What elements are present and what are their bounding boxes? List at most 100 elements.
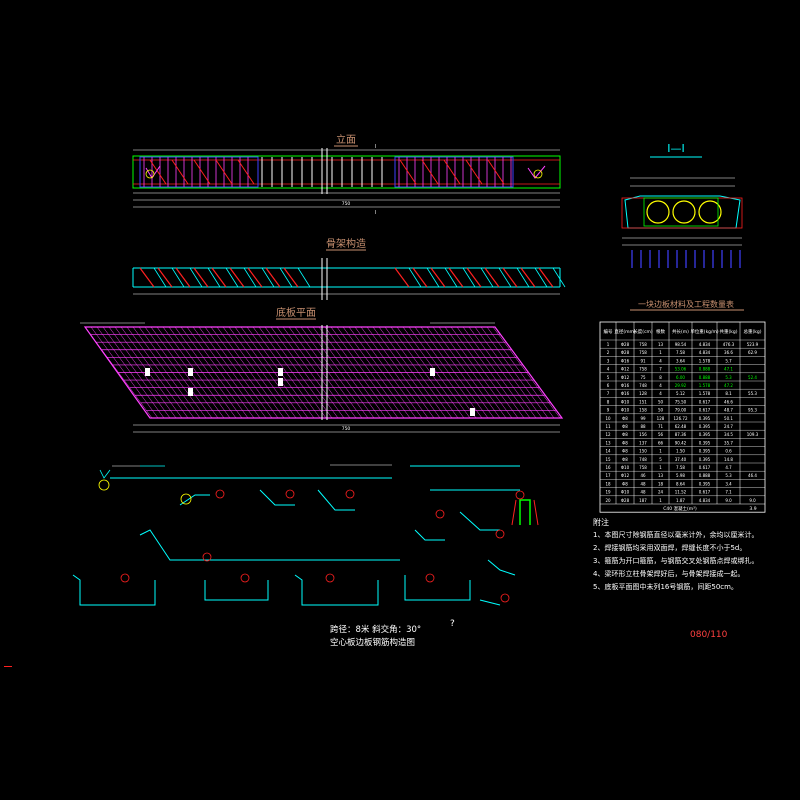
plan-transverse-bar <box>144 326 213 419</box>
plan-transverse-bar <box>162 326 231 419</box>
table-header: 总重(kg) <box>744 328 762 335</box>
table-cell: 0.395 <box>699 416 711 421</box>
plan-transverse-bar <box>342 326 411 419</box>
skeleton-diagonal <box>448 267 464 288</box>
table-cell: 4.7 <box>725 465 732 470</box>
table-cell: 34.5 <box>724 432 733 437</box>
section-mark-top: I <box>375 144 376 150</box>
table-cell: 126.72 <box>674 416 688 421</box>
edge-tick <box>4 666 12 667</box>
table-cell: 4 <box>607 367 610 372</box>
plan-transverse-bar <box>222 326 291 419</box>
skeleton-diagonal <box>552 267 566 288</box>
plan-transverse-bar <box>330 326 399 419</box>
skeleton-diagonal <box>484 267 500 288</box>
skeleton-diagonal <box>538 267 554 288</box>
plan-transverse-bar <box>480 326 549 419</box>
table-cell: Φ12 <box>621 367 630 372</box>
table-cell: 18 <box>605 481 611 486</box>
table-cell: 11.52 <box>675 490 687 495</box>
table-cell: 1 <box>607 342 610 347</box>
table-cell: 0.395 <box>699 481 711 486</box>
plan-transverse-bar <box>474 326 543 419</box>
table-cell: 47.2 <box>724 383 733 388</box>
plan-transverse-bar <box>186 326 255 419</box>
table-footer-value: 3.9 <box>749 506 756 512</box>
plan-transverse-bar <box>492 326 561 419</box>
table-cell: 48 <box>640 490 646 495</box>
plan-transverse-bar <box>228 326 297 419</box>
table-cell: 8.1 <box>725 391 732 396</box>
plan-transverse-bar <box>294 326 363 419</box>
table-cell: Φ8 <box>622 449 628 454</box>
plan-transverse-bar <box>324 326 393 419</box>
table-cell: 0.617 <box>699 408 711 413</box>
table-cell: 9 <box>607 408 610 413</box>
plan-transverse-bar <box>486 326 555 419</box>
plan-transverse-bar <box>216 326 285 419</box>
table-cell: 4.834 <box>699 498 711 503</box>
skeleton-diagonal <box>462 267 476 288</box>
table-cell: 20 <box>605 498 611 503</box>
plan-transverse-bar <box>138 326 207 419</box>
table-cell: 150 <box>639 449 647 454</box>
skeleton-diagonal <box>157 267 173 288</box>
table-cell: 758 <box>639 350 647 355</box>
table-cell: 158 <box>639 408 647 413</box>
table-cell: 13 <box>605 440 611 445</box>
skeleton-diagonal <box>153 267 167 288</box>
table-cell: Φ8 <box>622 440 628 445</box>
table-border <box>599 321 766 513</box>
table-cell: 0.888 <box>699 473 711 478</box>
table-cell: 16 <box>605 465 611 470</box>
table-cell: 5.98 <box>676 473 685 478</box>
table-cell: 0.6 <box>725 449 732 454</box>
table-cell: 98.54 <box>675 342 687 347</box>
table-cell: 7 <box>607 391 610 396</box>
table-cell: 151 <box>639 399 647 404</box>
skeleton-diagonal <box>139 267 155 288</box>
skeleton-diagonal <box>211 267 227 288</box>
table-cell: 748 <box>639 383 647 388</box>
table-cell: Φ28 <box>621 342 630 347</box>
table-cell: 48.7 <box>724 408 733 413</box>
plan-marker <box>278 378 283 386</box>
table-cell: 18 <box>658 481 664 486</box>
table-cell: 99 <box>640 416 646 421</box>
plan-transverse-bar <box>450 326 519 419</box>
table-cell: 9.0 <box>725 498 732 503</box>
skeleton-diagonal <box>297 267 311 288</box>
table-cell: 5.3 <box>725 473 732 478</box>
table-cell: 0.617 <box>699 399 711 404</box>
cross-section-view: I—I <box>621 142 743 268</box>
plan-title: 底板平面 <box>276 306 316 319</box>
table-cell: 1.578 <box>699 383 711 388</box>
plan-transverse-bar <box>354 326 423 419</box>
note-item: 2、焊接钢筋均采用双面焊，焊缝长度不小于5d。 <box>593 544 747 552</box>
table-cell: 50 <box>658 399 664 404</box>
plan-transverse-bar <box>390 326 459 419</box>
note-item: 5、底板平面图中未列16号钢筋，间距50cm。 <box>593 583 738 591</box>
note-item: 3、箍筋为开口箍筋，与钢筋交叉处钢筋点焊或绑扎。 <box>593 557 759 565</box>
skeleton-diagonal <box>247 267 263 288</box>
detail-callout <box>425 573 435 583</box>
table-cell: 88 <box>640 424 646 429</box>
table-header: 根数 <box>656 328 665 335</box>
detail-callout <box>345 489 355 499</box>
table-cell: 7.58 <box>676 350 685 355</box>
table-header: 编号 <box>604 328 613 335</box>
table-cell: 1.578 <box>699 391 711 396</box>
table-cell: 476.3 <box>723 342 735 347</box>
detail-callout <box>120 573 130 583</box>
table-cell: 52.4 <box>748 375 757 380</box>
detail-callout <box>515 490 525 500</box>
table-cell: Φ10 <box>621 399 630 404</box>
table-header: 直径(mm) <box>614 328 636 335</box>
plan-transverse-bar <box>234 326 303 419</box>
table-cell: Φ10 <box>621 408 630 413</box>
table-cell: 47.1 <box>724 367 733 372</box>
plan-transverse-bar <box>300 326 369 419</box>
table-cell: Φ28 <box>621 498 630 503</box>
plan-transverse-bar <box>366 326 435 419</box>
plan-transverse-bar <box>306 326 375 419</box>
